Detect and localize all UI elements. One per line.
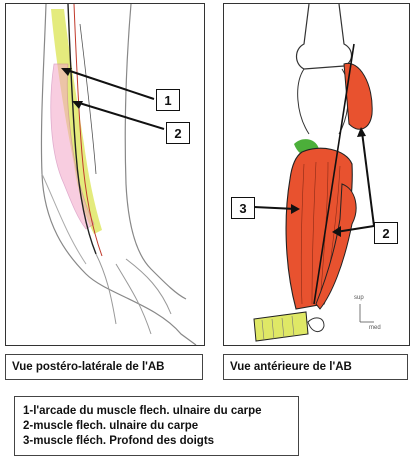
posterolateral-caption: Vue postéro-latérale de l'AB — [5, 354, 203, 380]
legend-item-3: 3-muscle fléch. Profond des doigts — [23, 435, 215, 447]
posterolateral-illustration — [40, 4, 197, 345]
legend-box: 1-l'arcade du muscle flech. ulnaire du c… — [14, 396, 299, 456]
anterior-figure: 3 2 sup med — [223, 3, 410, 346]
orientation-med-label: med — [369, 325, 381, 331]
orientation-sup-label: sup — [354, 295, 364, 301]
tendon-band-shape — [253, 311, 309, 342]
label-box-3: 3 — [231, 197, 255, 219]
label-box-2-right: 2 — [374, 222, 398, 244]
label-box-1: 1 — [156, 89, 180, 111]
anterior-caption: Vue antérieure de l'AB — [223, 354, 408, 380]
ulnar-flexor-muscle-shape — [315, 183, 357, 310]
legend-item-1: 1-l'arcade du muscle flech. ulnaire du c… — [23, 405, 262, 417]
legend-item-2: 2-muscle flech. ulnaire du carpe — [23, 420, 199, 432]
posterolateral-figure: 1 2 — [5, 3, 205, 346]
pink-arcade-shape — [50, 63, 95, 230]
upper-muscle-shape — [343, 62, 373, 130]
anterior-illustration — [253, 4, 375, 342]
label-box-2: 2 — [166, 122, 190, 144]
